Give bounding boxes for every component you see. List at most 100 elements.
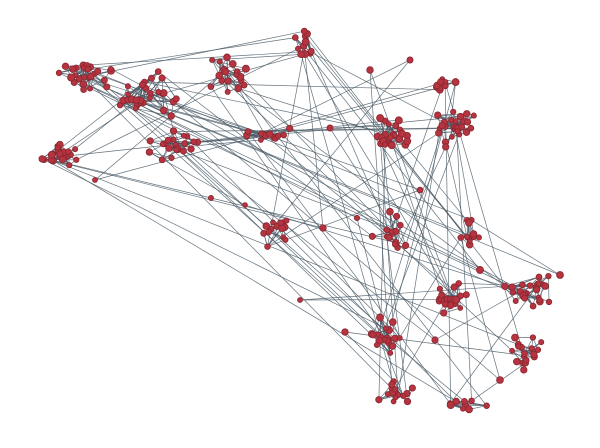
graph-node	[165, 144, 173, 152]
graph-node	[158, 156, 166, 164]
graph-edge	[329, 127, 396, 232]
graph-node	[452, 295, 461, 304]
graph-edge	[150, 131, 174, 142]
graph-node	[81, 74, 88, 80]
graph-edge	[149, 93, 172, 117]
graph-node	[513, 358, 521, 366]
graph-node	[533, 286, 541, 294]
graph-node	[209, 57, 216, 63]
graph-node	[509, 289, 517, 296]
edge-layer	[41, 30, 561, 410]
graph-edge	[377, 136, 456, 305]
graph-node	[501, 282, 509, 290]
graph-node	[375, 396, 383, 404]
graph-node	[376, 114, 385, 122]
graph-node	[416, 186, 424, 194]
graph-node	[180, 132, 187, 139]
graph-edge	[310, 51, 396, 245]
graph-node	[530, 350, 538, 358]
graph-node	[169, 127, 178, 135]
graph-node	[388, 228, 395, 235]
graph-edge	[65, 50, 312, 67]
graph-node	[392, 394, 399, 401]
graph-edge	[84, 76, 265, 135]
graph-node	[449, 134, 455, 140]
graph-node	[108, 66, 114, 72]
graph-node	[173, 146, 180, 154]
graph-node	[55, 69, 63, 77]
graph-edge	[434, 291, 521, 341]
graph-node	[67, 73, 76, 82]
graph-node	[462, 291, 470, 299]
graph-node	[368, 232, 376, 240]
graph-node	[438, 291, 446, 299]
graph-node	[132, 96, 141, 104]
graph-node	[452, 118, 459, 124]
graph-edge	[445, 142, 468, 237]
graph-edge	[75, 74, 561, 276]
graph-edge	[227, 80, 514, 293]
graph-edge	[139, 71, 159, 103]
graph-edge	[384, 120, 441, 289]
graph-edge	[248, 127, 471, 132]
graph-edge	[344, 331, 395, 382]
graph-node	[275, 132, 282, 140]
graph-edge	[59, 120, 386, 158]
graph-node	[403, 137, 412, 146]
graph-node	[266, 130, 274, 138]
node-layer	[38, 27, 564, 414]
graph-node	[450, 283, 458, 291]
graph-node	[265, 228, 272, 236]
graph-node	[69, 65, 77, 73]
graph-edge	[378, 144, 386, 400]
graph-edge	[282, 221, 381, 318]
graph-node	[520, 366, 528, 374]
graph-node	[376, 313, 384, 322]
graph-edge	[173, 101, 501, 381]
graph-node	[124, 83, 131, 90]
graph-edge	[137, 103, 481, 271]
graph-node	[47, 150, 56, 159]
graph-node	[465, 405, 473, 414]
graph-node	[386, 207, 394, 216]
graph-node	[147, 95, 153, 101]
graph-node	[353, 214, 361, 222]
graph-node	[286, 124, 294, 132]
graph-node	[73, 156, 80, 163]
graph-node	[92, 177, 98, 183]
graph-edge	[304, 53, 454, 300]
graph-edge	[464, 400, 487, 407]
graph-node	[442, 82, 449, 90]
graph-node	[534, 346, 542, 353]
graph-node	[229, 60, 237, 68]
graph-node	[475, 234, 482, 241]
graph-node	[258, 130, 265, 137]
graph-node	[391, 132, 398, 139]
graph-edge	[397, 128, 440, 396]
graph-node	[535, 273, 543, 281]
graph-node	[440, 309, 448, 317]
graph-edge	[387, 338, 465, 402]
graph-node	[519, 281, 526, 289]
graph-node	[148, 74, 155, 82]
graph-node	[388, 342, 397, 350]
graph-edge	[94, 75, 220, 181]
graph-node	[167, 112, 175, 120]
graph-node	[536, 296, 543, 304]
graph-node	[65, 148, 72, 155]
graph-node	[155, 89, 162, 96]
graph-node	[391, 241, 399, 248]
graph-node	[441, 300, 449, 308]
graph-node	[307, 47, 315, 55]
graph-edge	[397, 146, 447, 248]
graph-edge	[329, 125, 396, 129]
graph-node	[446, 401, 455, 409]
graph-edge	[76, 45, 304, 161]
graph-edge	[299, 285, 505, 301]
graph-node	[240, 81, 248, 89]
graph-node	[382, 141, 389, 148]
graph-node	[58, 155, 67, 164]
graph-node	[388, 381, 396, 389]
graph-node	[297, 297, 303, 303]
